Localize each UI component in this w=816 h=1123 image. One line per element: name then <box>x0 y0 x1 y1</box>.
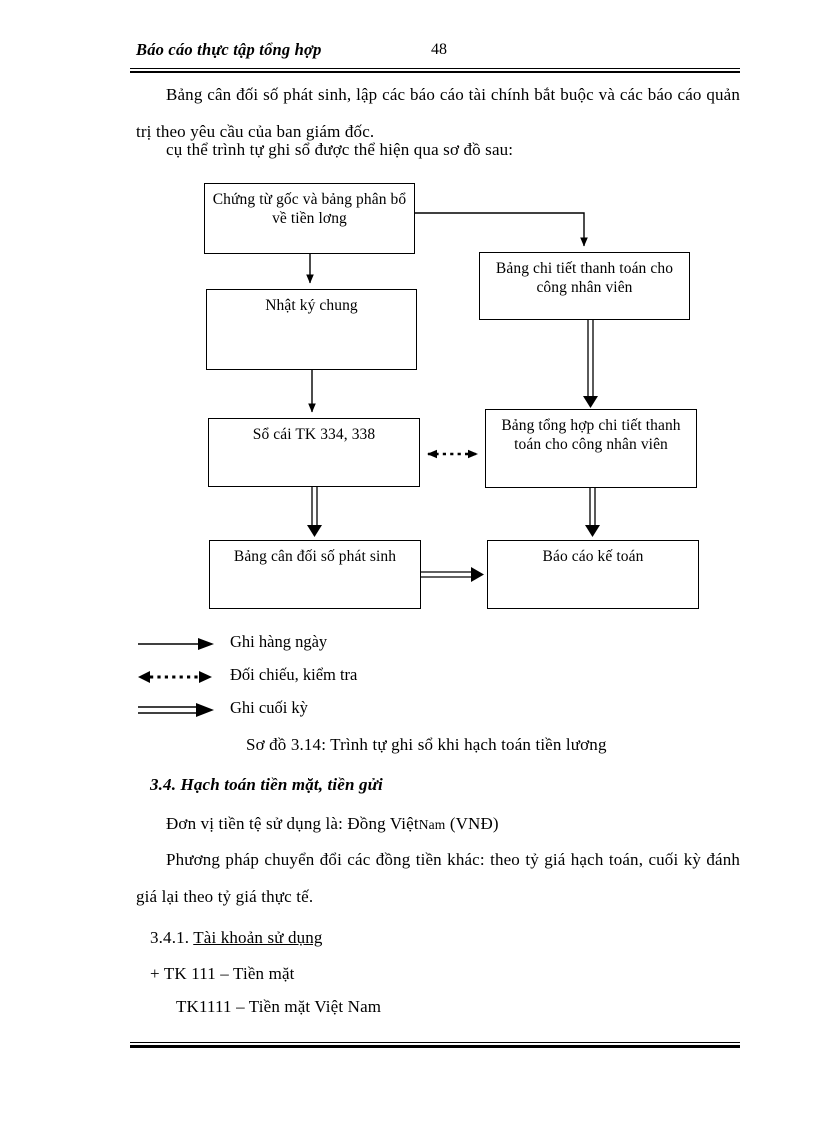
heading-3-4: 3.4. Hạch toán tiền mặt, tiền gửi <box>150 775 383 794</box>
flowchart-node-bangtonghop[interactable]: Bảng tổng hợp chi tiết thanh toán cho cô… <box>485 409 697 488</box>
footer-rule-thick <box>130 1045 740 1048</box>
heading-3-4-1-number: 3.4.1. <box>150 928 190 947</box>
flowchart-legend: Ghi hàng ngày Đối chiếu, kiểm tra Gh <box>136 632 556 730</box>
header-rule-thick <box>130 71 740 73</box>
paragraph-cuthe-text: cụ thể trình tự ghi sổ được thể hiện qua… <box>166 140 514 159</box>
legend-item-check: Đối chiếu, kiểm tra <box>136 665 556 697</box>
dotted-double-arrow-icon <box>136 667 226 691</box>
heading-3-4-1-text: Tài khoản sử dụng <box>193 928 323 947</box>
footer-rule-thin <box>130 1042 740 1043</box>
paragraph-donvi: Đơn vị tiền tệ sử dụng là: Đồng ViệtNam … <box>136 805 740 843</box>
list-item-tk1111: TK1111 – Tiền mặt Việt Nam <box>176 997 382 1016</box>
paragraph-phuongphap: Phương pháp chuyển đổi các đồng tiền khá… <box>136 841 740 915</box>
edge-bangcandoi-to-baocao <box>421 567 484 582</box>
header-title: Báo cáo thực tập tổng hợp <box>136 40 322 59</box>
edge-socai-to-bangcandoi <box>307 487 322 537</box>
paragraph-donvi-prefix: Đơn vị tiền tệ sử dụng là: Đồng Việt <box>166 814 419 833</box>
edge-chungtu-to-bangchitiet <box>415 212 588 247</box>
list-item-tk111: + TK 111 – Tiền mặt <box>150 964 295 983</box>
double-line-arrow-icon <box>136 700 226 724</box>
flowchart-node-nhatky[interactable]: Nhật ký chung <box>206 289 417 370</box>
legend-label-check: Đối chiếu, kiểm tra <box>230 665 358 684</box>
paragraph-phuongphap-text: Phương pháp chuyển đổi các đồng tiền khá… <box>136 850 740 906</box>
legend-label-period: Ghi cuối kỳ <box>230 698 308 717</box>
solid-arrow-icon <box>136 634 226 658</box>
legend-label-daily: Ghi hàng ngày <box>230 632 328 651</box>
legend-item-daily: Ghi hàng ngày <box>136 632 556 664</box>
flowchart-node-bangchitiet[interactable]: Bảng chi tiết thanh toán cho công nhân v… <box>479 252 690 320</box>
paragraph-donvi-suffix: (VNĐ) <box>449 814 499 833</box>
edge-bangtonghop-to-baocao <box>585 488 600 537</box>
legend-item-period: Ghi cuối kỳ <box>136 698 556 730</box>
flowchart-node-baocao[interactable]: Báo cáo kế toán <box>487 540 699 609</box>
figure-caption: Sơ đồ 3.14: Trình tự ghi sổ khi hạch toá… <box>246 735 607 754</box>
header-rule-thin <box>130 68 740 69</box>
flowchart-node-bangcandoi[interactable]: Bảng cân đối số phát sinh <box>209 540 421 609</box>
page-number: 48 <box>431 41 447 58</box>
heading-3-4-1: 3.4.1. Tài khoản sử dụng <box>150 919 740 956</box>
paragraph-cuthe: cụ thể trình tự ghi sổ được thể hiện qua… <box>136 131 740 168</box>
paragraph-intro: Bảng cân đối số phát sinh, lập các báo c… <box>136 76 740 150</box>
edge-bangchitiet-to-bangtonghop <box>583 320 598 408</box>
paragraph-intro-text: Bảng cân đối số phát sinh, lập các báo c… <box>136 85 740 141</box>
paragraph-donvi-small: Nam <box>418 817 446 832</box>
running-header: Báo cáo thực tập tổng hợp 48 <box>136 40 740 64</box>
flowchart-node-socai[interactable]: Sổ cái TK 334, 338 <box>208 418 420 487</box>
flowchart-node-chungtu[interactable]: Chứng từ gốc và bảng phân bổ về tiền lơn… <box>204 183 415 254</box>
